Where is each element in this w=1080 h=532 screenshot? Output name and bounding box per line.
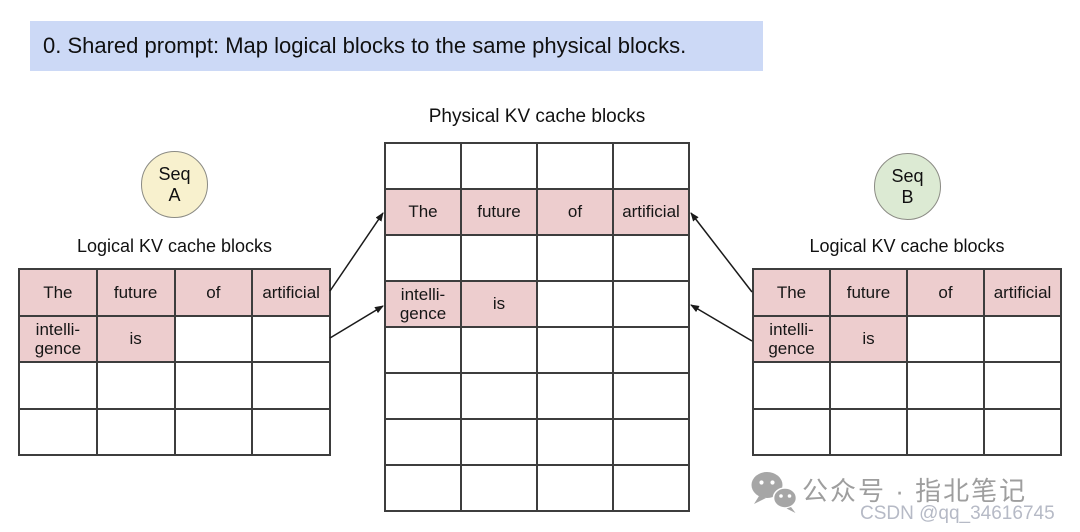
physical-table-title: Physical KV cache blocks: [428, 106, 646, 127]
kv-cell: is: [95, 314, 176, 363]
kv-row: [384, 418, 690, 466]
kv-cell: [384, 418, 462, 466]
kv-cell: is: [460, 280, 538, 328]
kv-cell: [384, 234, 462, 282]
kv-cell: artificial: [612, 188, 690, 236]
kv-cell: [173, 314, 254, 363]
kv-cell: The: [18, 268, 98, 317]
arrow-seqb-block1: [690, 304, 753, 342]
kv-cell: is: [829, 314, 908, 363]
kv-row: [384, 326, 690, 374]
kv-cell: [536, 326, 614, 374]
kv-cell: intelli- gence: [752, 314, 831, 363]
kv-cell: [173, 361, 254, 410]
kv-cell: artificial: [983, 268, 1062, 317]
kv-cell: The: [384, 188, 462, 236]
seq-b-badge: Seq B: [874, 153, 941, 220]
kv-cell: [536, 464, 614, 512]
watermark-label: 公众号 · 指北笔记: [802, 476, 1028, 506]
kv-cell: [384, 326, 462, 374]
kv-cell: future: [460, 188, 538, 236]
kv-cell: [251, 361, 331, 410]
wechat-icon: [751, 472, 798, 513]
kv-cell: [251, 407, 331, 456]
kv-cell: of: [906, 268, 985, 317]
kv-cell: [536, 280, 614, 328]
kv-cell: [95, 407, 176, 456]
kv-cell: [983, 407, 1062, 456]
kv-cell: [536, 418, 614, 466]
kv-cell: [983, 314, 1062, 363]
kv-cell: [460, 464, 538, 512]
kv-cell: [384, 464, 462, 512]
watermark: 公众号 · 指北笔记 CSDN @qq_34616745: [748, 466, 1080, 528]
kv-cell: of: [173, 268, 254, 317]
arrow-seqa-block0: [329, 212, 384, 292]
kv-cell: [536, 372, 614, 420]
kv-row: [18, 361, 331, 410]
kv-cell: [906, 361, 985, 410]
kv-row: [384, 464, 690, 512]
kv-cell: future: [829, 268, 908, 317]
kv-cell: [983, 361, 1062, 410]
kv-row: [752, 407, 1062, 456]
kv-cell: [536, 142, 614, 190]
arrow-seqa-block1: [329, 305, 384, 339]
arrow-seqb-block0: [690, 212, 753, 293]
kv-cell: The: [752, 268, 831, 317]
kv-cell: [612, 372, 690, 420]
kv-cell: [384, 142, 462, 190]
kv-cell: [460, 234, 538, 282]
kv-row: [384, 234, 690, 282]
kv-cell: [829, 361, 908, 410]
kv-cell: [612, 280, 690, 328]
kv-row: [18, 407, 331, 456]
kv-cell: [536, 234, 614, 282]
kv-cell: intelli- gence: [384, 280, 462, 328]
kv-cell: [384, 372, 462, 420]
kv-cell: of: [536, 188, 614, 236]
seq-b-table-title: Logical KV cache blocks: [809, 236, 1005, 256]
kv-cell: [460, 326, 538, 374]
kv-cell: [752, 361, 831, 410]
kv-row: [752, 361, 1062, 410]
kv-cell: [829, 407, 908, 456]
kv-cell: [612, 234, 690, 282]
kv-cell: [460, 372, 538, 420]
kv-cell: [95, 361, 176, 410]
kv-cell: [251, 314, 331, 363]
kv-cell: artificial: [251, 268, 331, 317]
kv-cell: [906, 407, 985, 456]
seq-a-table-title: Logical KV cache blocks: [76, 236, 273, 256]
kv-cell: [18, 361, 98, 410]
kv-cell: [460, 142, 538, 190]
kv-cell: intelli- gence: [18, 314, 98, 363]
seq-a-badge: Seq A: [141, 151, 208, 218]
kv-cell: [612, 142, 690, 190]
title-banner: 0. Shared prompt: Map logical blocks to …: [30, 21, 763, 71]
kv-cell: [173, 407, 254, 456]
kv-cell: future: [95, 268, 176, 317]
kv-cell: [612, 326, 690, 374]
kv-cell: [612, 464, 690, 512]
kv-cell: [612, 418, 690, 466]
kv-cell: [460, 418, 538, 466]
kv-cell: [906, 314, 985, 363]
kv-row: [384, 142, 690, 190]
kv-row: [384, 372, 690, 420]
kv-cell: [752, 407, 831, 456]
kv-cell: [18, 407, 98, 456]
watermark-subtext: CSDN @qq_34616745: [860, 503, 1055, 524]
